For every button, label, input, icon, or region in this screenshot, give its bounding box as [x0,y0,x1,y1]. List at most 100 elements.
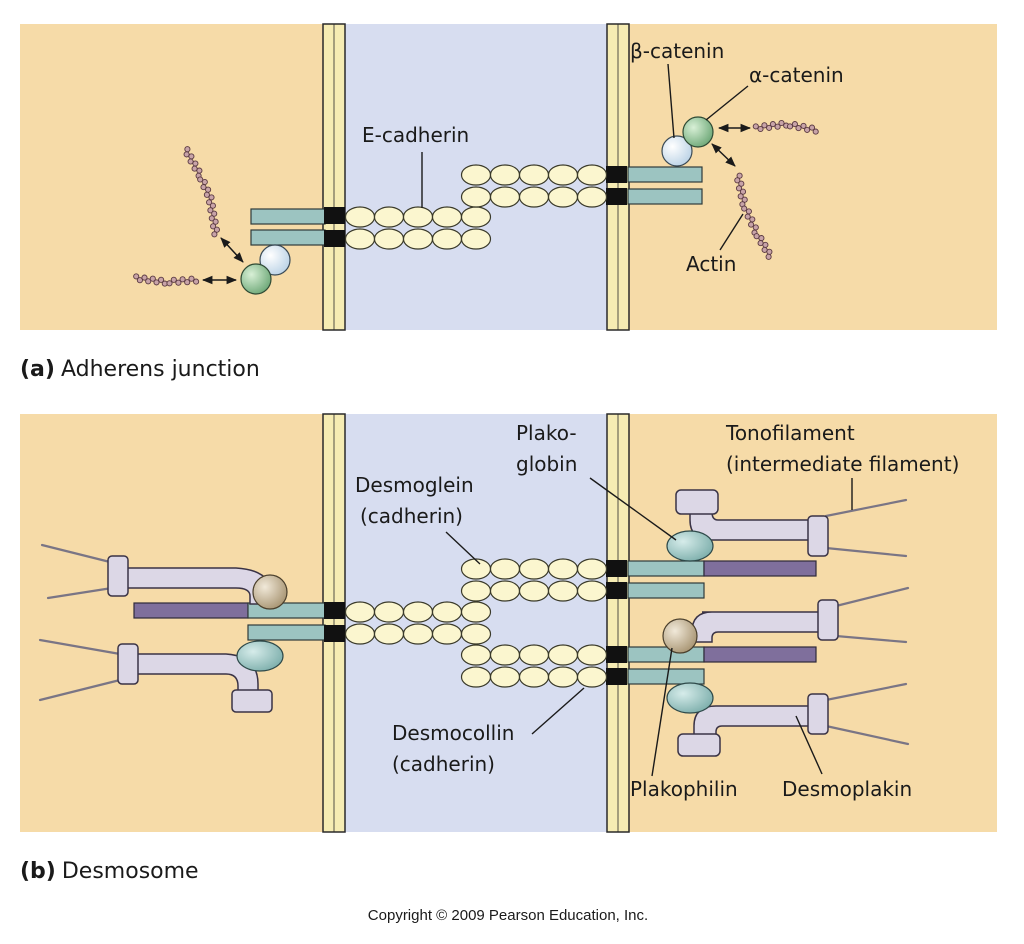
label-desmoplakin: Desmoplakin [782,777,912,801]
desmoplakin-right-middle [691,599,839,643]
desmocollin-right-lower-domain [489,666,521,688]
actin-left-vertical-bead [211,210,218,217]
actin-right-horizontal-bead [778,119,785,127]
tonofilament-right-5 [824,682,908,702]
arrow-actin-alpha-right-vertical [711,143,736,167]
actin-right-horizontal-bead [752,123,759,130]
alpha-catenin-left [240,263,272,295]
left-membrane-anchor-lower [324,230,345,247]
e-cadherin-right-upper-domain [489,164,521,186]
actin-left-horizontal-bead [179,276,186,283]
tonofilament-right-3 [834,586,910,608]
plakophilin-right [662,618,698,654]
actin-left-vertical-bead [210,223,217,230]
desmoglein-left-upper-domain [373,601,405,623]
pointer-plakoglobin [589,477,677,541]
actin-right-vertical-bead [752,224,759,231]
label-desmoglein-line1: Desmoglein [355,473,474,497]
actin-left-vertical-bead [188,153,195,160]
pointer-desmoglein [445,531,481,565]
actin-right-vertical-bead [744,213,751,220]
desmoglein-right-lower-domain [576,580,608,602]
beta-catenin-right [661,135,693,167]
e-cadherin-right-upper-domain [460,164,492,186]
actin-right-vertical-bead [735,185,743,192]
tonofilament-right-4 [834,634,908,644]
right-anchor-1 [606,560,627,577]
e-cadherin-domains [344,164,608,250]
caption-b-letter: (b) [20,859,56,884]
tonofilament-left-3 [38,638,122,656]
actin-left-vertical-bead [196,167,203,174]
plakoglobin-right-lower [666,682,714,714]
caption-b-text: Desmosome [62,859,199,884]
e-cadherin-right-lower-domain [460,186,492,208]
desmoglein-right-lower-domain [518,580,550,602]
label-plakoglobin-line1: Plako- [516,421,577,445]
actin-left-horizontal-bead [170,276,177,283]
actin-left-vertical-bead [206,199,213,206]
right-anchor-4 [606,668,627,685]
actin-right-vertical-bead [758,235,765,242]
e-cadherin-right-upper-domain [518,164,550,186]
desmocollin-right-upper-domain [489,644,521,666]
desmoplakin-left-lower [117,643,273,713]
desmocollin-right-lower-domain [576,666,608,688]
right-anchor-2 [606,582,627,599]
actin-left-vertical-bead [209,202,216,209]
left-membrane-anchor-upper [324,207,345,224]
e-cadherin-left-lower-domain [373,228,405,250]
actin-left-vertical-bead [208,194,215,201]
actin-left-horizontal-bead [158,276,165,283]
label-e-cadherin: E-cadherin [362,123,469,147]
intercellular-space-b [345,414,607,832]
actin-left-horizontal-bead [153,279,160,286]
actin-left-horizontal-bead [175,279,182,286]
desmoglein-left-lower-domain [344,623,376,645]
e-cadherin-right-upper-domain [576,164,608,186]
copyright-notice: Copyright © 2009 Pearson Education, Inc. [368,907,648,924]
pointer-desmocollin [531,687,585,735]
actin-right-vertical-bead [741,205,748,212]
label-desmocollin-line2: (cadherin) [392,752,495,776]
tonofilament-left-2 [46,586,114,600]
e-cadherin-left-lower-domain [402,228,434,250]
desmoglein-right-lower-domain [460,580,492,602]
e-cadherin-left-lower-domain [431,228,463,250]
e-cadherin-right-lower-domain [576,186,608,208]
actin-left-vertical-bead [213,226,220,233]
e-cadherin-left-upper-domain [373,206,405,228]
right-teal-bar-lower [627,188,703,205]
actin-filaments [133,119,819,287]
actin-right-horizontal-bead [757,125,764,133]
e-cadherin-left-lower-domain [460,228,492,250]
left-anchor-upper-b [324,602,345,619]
e-cadherin-right-upper-domain [547,164,579,186]
actin-right-horizontal-bead [804,126,811,133]
actin-right-horizontal-bead [812,128,819,135]
actin-right-vertical-bead [749,216,756,223]
e-cadherin-right-lower-domain [547,186,579,208]
label-actin: Actin [686,252,736,276]
actin-left-vertical-bead [208,215,215,222]
actin-left-horizontal-bead [133,273,140,280]
actin-right-horizontal-bead [774,123,781,130]
desmoglein-left-lower-domain [431,623,463,645]
left-anchor-lower-b [324,625,345,642]
arrow-actin-alpha-left-vertical [220,237,244,263]
actin-left-horizontal-bead [141,274,148,281]
actin-right-horizontal-bead [766,124,773,131]
desmoglein-right-upper-domain [518,558,550,580]
actin-left-horizontal-bead [193,278,200,285]
plakoglobin-left [236,640,284,672]
actin-left-vertical-bead [205,186,212,193]
actin-right-horizontal-bead [800,122,807,129]
e-cadherin-left-lower-domain [344,228,376,250]
actin-left-horizontal-bead [136,277,143,284]
label-plakophilin: Plakophilin [630,777,738,801]
tonofilament-right-2 [824,546,908,558]
tonofilament-left-1 [40,543,112,564]
label-plakoglobin-line2: globin [516,452,577,476]
right-teal-bar-1 [627,560,705,577]
actin-left-horizontal-bead [188,275,195,282]
